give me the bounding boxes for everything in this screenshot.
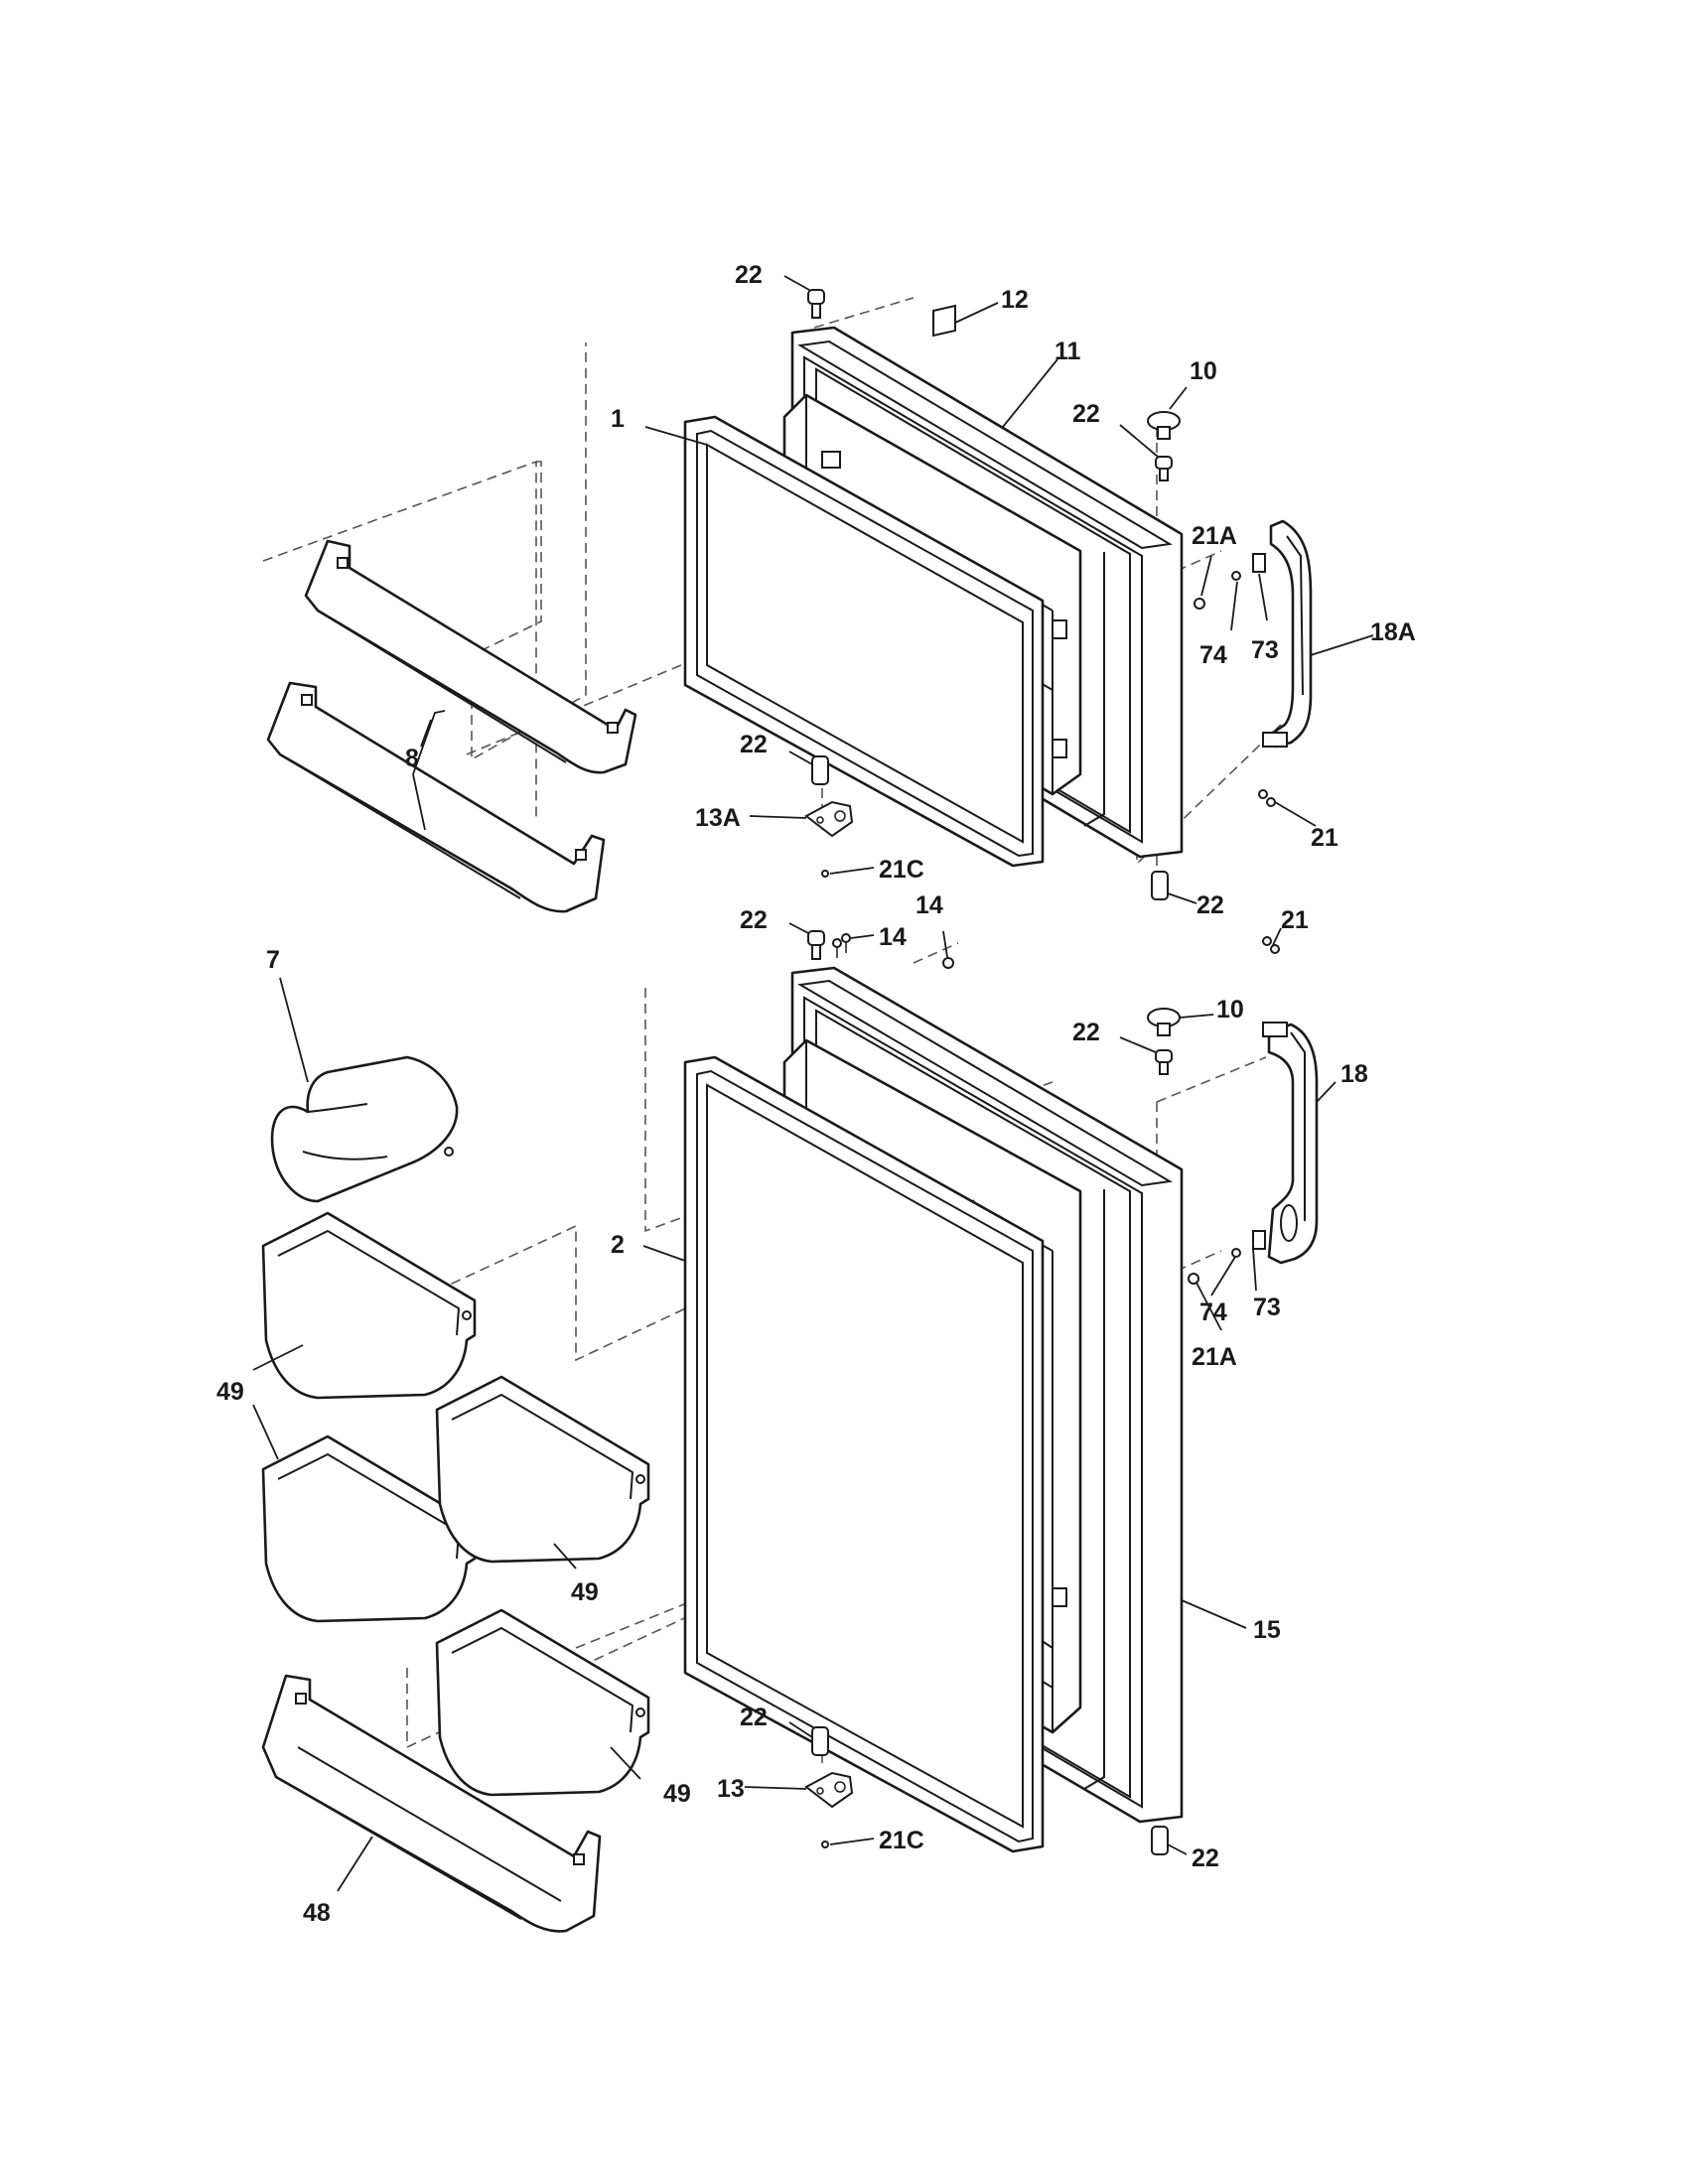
screws-21-upper	[1258, 789, 1276, 807]
fresh-food-door-gasket	[683, 1055, 1045, 1853]
door-bin-cap-part	[932, 304, 956, 338]
dairy-door-7	[270, 1055, 459, 1203]
callout-22: 22	[1072, 1019, 1100, 1046]
door-bin-49-upper-left	[261, 1211, 477, 1400]
cap-10-upper	[1147, 411, 1181, 440]
spacer-21a-lower	[1188, 1273, 1199, 1285]
hinge-pin-22-lower	[811, 1726, 829, 1756]
door-bin-49-middle-right	[435, 1375, 650, 1564]
callout-11: 11	[1055, 338, 1081, 365]
callout-22: 22	[1196, 891, 1224, 919]
callout-49: 49	[663, 1780, 691, 1808]
callout-22: 22	[1192, 1844, 1219, 1872]
callout-21: 21	[1281, 906, 1309, 934]
callout-10: 10	[1216, 996, 1244, 1024]
callout-13: 13	[717, 1775, 745, 1803]
callout-22: 22	[735, 261, 763, 289]
callout-22: 22	[740, 906, 768, 934]
door-bin-49-lower-right	[435, 1608, 650, 1797]
callout-1: 1	[611, 405, 625, 433]
screw-22-lower-top	[807, 930, 825, 960]
callout-21c: 21C	[879, 856, 924, 884]
freezer-handle-18a	[1262, 519, 1313, 749]
door-shelf-48	[261, 1674, 602, 1933]
screw-22-upper-right	[1155, 456, 1173, 481]
screw-14-a	[832, 938, 842, 958]
callout-21c: 21C	[879, 1827, 924, 1854]
screw-74-upper	[1231, 571, 1241, 581]
callout-22: 22	[1072, 400, 1100, 428]
screw-21c-lower	[821, 1841, 829, 1848]
callout-14: 14	[915, 891, 943, 919]
callout-74: 74	[1199, 1298, 1227, 1326]
handle-clip-73-lower	[1252, 1230, 1266, 1250]
callout-2: 2	[611, 1231, 625, 1259]
callout-21a: 21A	[1192, 1343, 1237, 1371]
callout-18: 18	[1340, 1060, 1368, 1088]
handle-clip-73-upper	[1252, 553, 1266, 573]
callout-8: 8	[405, 745, 419, 772]
callout-21a: 21A	[1192, 522, 1237, 550]
hinge-plate-13a	[804, 800, 854, 838]
hinge-plate-13	[804, 1771, 854, 1809]
leader-lines	[252, 275, 1374, 1892]
leader-8	[420, 719, 432, 748]
hinge-pin-22-mid	[1151, 871, 1169, 900]
callout-15: 15	[1253, 1616, 1281, 1644]
plug-14	[942, 957, 954, 969]
callout-49: 49	[571, 1578, 599, 1606]
callout-73: 73	[1251, 636, 1279, 664]
hinge-pin-22-bottom	[1151, 1826, 1169, 1855]
screw-22-upper-top	[807, 289, 825, 319]
callout-18a: 18A	[1370, 618, 1416, 646]
cap-10-lower	[1147, 1008, 1181, 1036]
screw-21c-upper	[821, 870, 829, 878]
callout-10: 10	[1190, 357, 1217, 385]
screw-14-b	[841, 933, 851, 953]
callout-7: 7	[266, 946, 280, 974]
callout-48: 48	[303, 1899, 331, 1927]
callout-14: 14	[879, 923, 907, 951]
callout-73: 73	[1253, 1294, 1281, 1321]
screw-74-lower	[1231, 1248, 1241, 1258]
callout-13a: 13A	[695, 804, 741, 832]
callout-21: 21	[1311, 824, 1338, 852]
fresh-food-handle-18	[1262, 1022, 1319, 1265]
freezer-door-gasket	[683, 415, 1045, 868]
callout-22: 22	[740, 731, 768, 758]
spacer-21a-upper	[1194, 598, 1205, 610]
callout-22: 22	[740, 1704, 768, 1731]
screws-21-lower	[1262, 936, 1280, 954]
callout-12: 12	[1001, 286, 1029, 314]
door-shelf-8-upper	[304, 539, 637, 774]
hinge-pin-22-upper	[811, 755, 829, 785]
screw-22-lower-right	[1155, 1049, 1173, 1075]
door-bin-49-lower-left	[261, 1434, 477, 1623]
door-shelf-8-lower	[266, 681, 606, 913]
callout-74: 74	[1199, 641, 1227, 669]
callout-49: 49	[216, 1378, 244, 1406]
